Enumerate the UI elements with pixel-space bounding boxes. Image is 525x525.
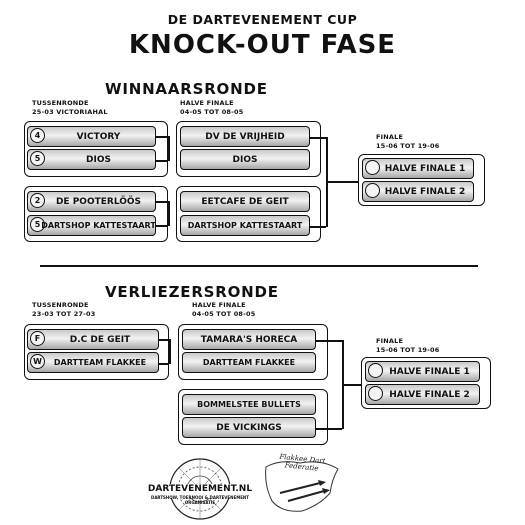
team-name: VICTORY xyxy=(76,131,121,142)
section-divider xyxy=(40,265,478,267)
winners-r2-team-4: DARTSHOP KATTESTAART xyxy=(180,215,310,236)
losers-r1-team-2: W DARTTEAM FLAKKEE xyxy=(27,352,159,373)
seed-badge: 4 xyxy=(30,128,45,143)
slot-name: HALVE FINALE 1 xyxy=(389,366,470,377)
dartevenement-logo: DARTEVENEMENT.NL DARTSHOW, TOERNOOI & DA… xyxy=(145,455,255,520)
seed-badge: W xyxy=(30,354,45,369)
losers-r2-team-4: DE VICKINGS xyxy=(182,417,316,438)
losers-final-match xyxy=(361,357,491,409)
connector-line xyxy=(168,136,170,161)
empty-seed-badge xyxy=(365,160,380,175)
team-name: D.C DE GEIT xyxy=(69,334,131,345)
team-name: DIOS xyxy=(86,154,111,165)
winners-r1-team-4: 5 DARTSHOP KATTESTAART xyxy=(27,215,156,236)
seed-badge: 5 xyxy=(30,151,45,166)
losers-r1-match-1 xyxy=(24,324,169,380)
winners-r2-team-1: DV DE VRIJHEID xyxy=(180,126,310,147)
team-name: DARTTEAM FLAKKEE xyxy=(53,358,147,367)
losers-r2-team-1: TAMARA'S HORECA xyxy=(182,329,316,350)
winners-r2-match-1 xyxy=(176,121,321,177)
team-name: TAMARA'S HORECA xyxy=(200,334,298,345)
seed-badge: 5 xyxy=(30,217,45,232)
connector-line xyxy=(168,201,170,226)
losers-final-slot-1: HALVE FINALE 1 xyxy=(365,361,480,382)
logo-tagline: DARTSHOW, TOERNOOI & DARTEVENEMENT ORGAN… xyxy=(151,495,249,505)
team-name: DV DE VRIJHEID xyxy=(205,131,285,142)
team-name: EETCAFE DE GEIT xyxy=(201,196,289,207)
losers-r1-team-1: F D.C DE GEIT xyxy=(27,329,159,350)
losers-section-title: VERLIEZERSRONDE xyxy=(105,283,279,301)
empty-seed-badge xyxy=(365,183,380,198)
empty-seed-badge xyxy=(368,386,383,401)
winners-final-slot-2: HALVE FINALE 2 xyxy=(362,181,474,202)
winners-r1-team-3: 2 DE POOTERLÖÖS xyxy=(27,191,156,212)
dartboard-icon xyxy=(148,458,252,520)
connector-line xyxy=(169,339,171,364)
team-name: BOMMELSTEE BULLETS xyxy=(197,400,301,409)
slot-name: HALVE FINALE 2 xyxy=(389,389,470,400)
team-name: DARTSHOP KATTESTAART xyxy=(187,221,303,230)
connector-line xyxy=(156,136,168,138)
losers-r2-match-2 xyxy=(178,389,328,445)
winners-r1-match-1 xyxy=(24,121,168,177)
winners-r1-team-1: 4 VICTORY xyxy=(27,126,156,147)
page-title: KNOCK-OUT FASE xyxy=(128,30,397,60)
connector-line xyxy=(159,339,169,341)
winners-r2-match-2 xyxy=(176,186,321,242)
connector-line xyxy=(326,181,358,183)
winners-section-title: WINNAARSRONDE xyxy=(105,80,268,98)
connector-line xyxy=(310,226,326,228)
empty-seed-badge xyxy=(368,363,383,378)
connector-line xyxy=(316,428,342,430)
team-name: DARTSHOP KATTESTAART xyxy=(41,221,156,230)
losers-final-slot-2: HALVE FINALE 2 xyxy=(365,384,480,405)
logo-name: DARTEVENEMENT.NL xyxy=(147,484,253,494)
losers-r2-match-1 xyxy=(178,324,328,380)
winners-r1-match-2 xyxy=(24,186,168,242)
connector-line xyxy=(316,340,342,342)
flakkee-dart-federatie-logo: Flakkee Dart Federatie xyxy=(260,453,345,518)
connector-line xyxy=(159,363,169,365)
slot-name: HALVE FINALE 1 xyxy=(384,163,466,174)
island-darts-icon xyxy=(265,461,339,512)
seed-badge: 2 xyxy=(30,193,45,208)
winners-r2-team-2: DIOS xyxy=(180,149,310,170)
seed-badge: F xyxy=(30,331,45,346)
winners-final-slot-1: HALVE FINALE 1 xyxy=(362,158,474,179)
losers-r2-team-3: BOMMELSTEE BULLETS xyxy=(182,394,316,415)
team-name: DE VICKINGS xyxy=(216,422,282,433)
team-name: DARTTEAM FLAKKEE xyxy=(202,358,296,367)
team-name: DE POOTERLÖÖS xyxy=(55,196,142,207)
connector-line xyxy=(310,137,326,139)
event-subtitle: DE DARTEVENEMENT CUP xyxy=(167,12,358,27)
winners-r2-team-3: EETCAFE DE GEIT xyxy=(180,191,310,212)
connector-line xyxy=(156,160,168,162)
losers-r2-team-2: DARTTEAM FLAKKEE xyxy=(182,352,316,373)
slot-name: HALVE FINALE 2 xyxy=(384,186,466,197)
winners-final-match xyxy=(358,154,485,206)
connector-line xyxy=(156,225,168,227)
connector-line xyxy=(342,384,361,386)
team-name: DIOS xyxy=(232,154,258,165)
winners-r1-team-2: 5 DIOS xyxy=(27,149,156,170)
connector-line xyxy=(156,201,168,203)
